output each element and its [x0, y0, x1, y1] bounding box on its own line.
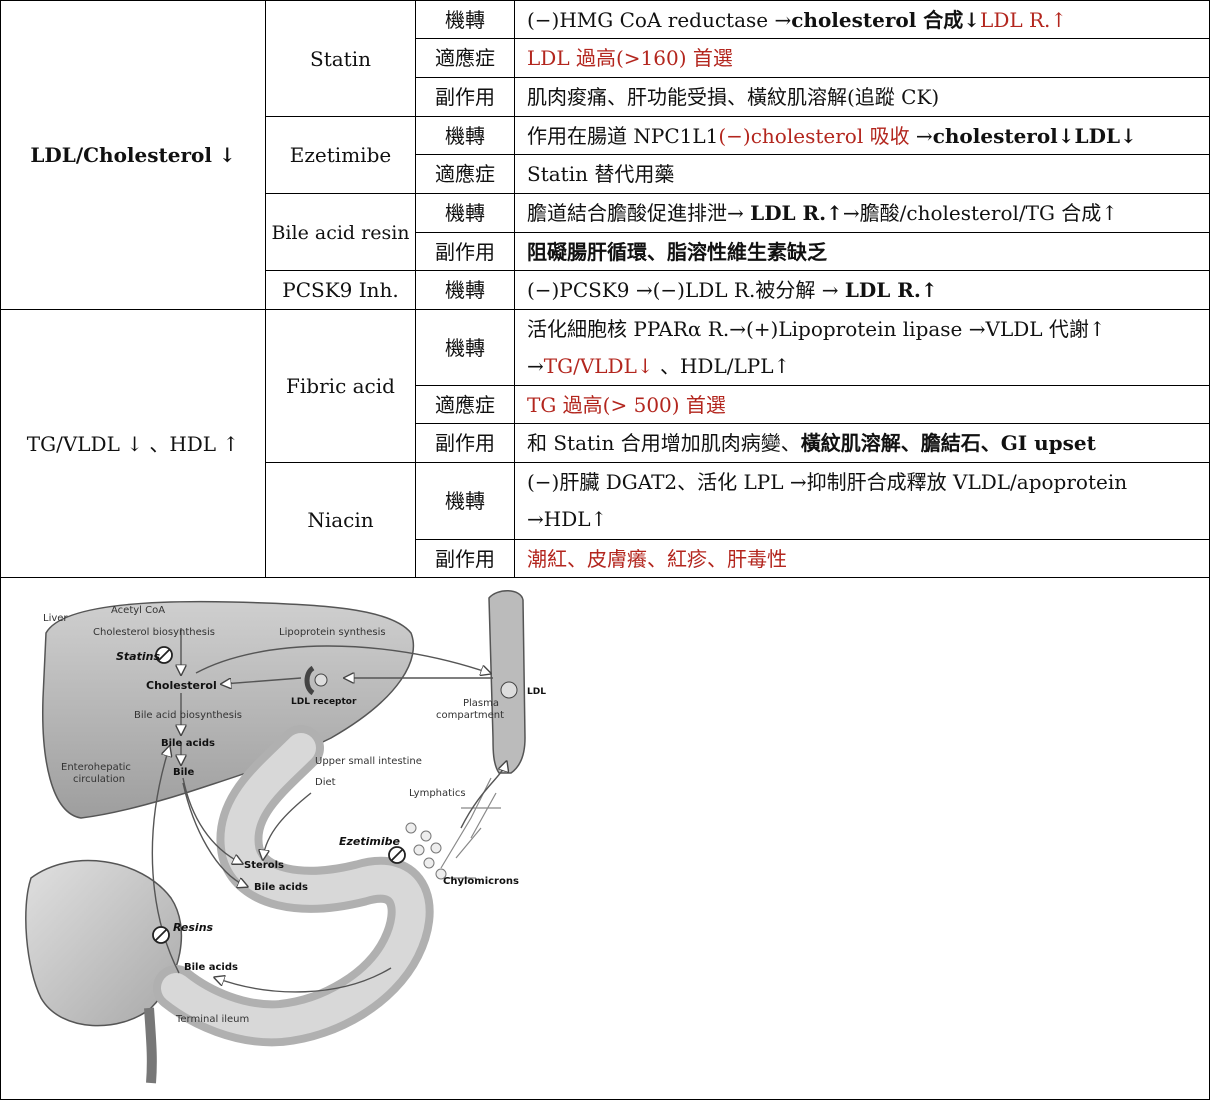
statin-indication: LDL 過高(>160) 首選: [515, 39, 1210, 78]
label-bile: Bile: [173, 767, 194, 778]
bile-acid-resin-side-effect: 阻礙腸肝循環、脂溶性維生素缺乏: [515, 233, 1210, 271]
label-enterohepatic: Enterohepatic: [61, 762, 131, 773]
group-ldl-cholesterol: LDL/Cholesterol ↓: [1, 1, 266, 310]
label-diet: Diet: [315, 777, 336, 788]
drug-ezetimibe: Ezetimibe: [266, 117, 416, 194]
label-side-effect: 副作用: [416, 424, 515, 463]
label-ldl-receptor: LDL receptor: [291, 697, 357, 707]
lipid-pathway-illustration: Liver Acetyl CoA Cholesterol biosynthesi…: [1, 578, 1209, 1099]
label-chylomicrons: Chylomicrons: [443, 876, 519, 887]
label-chol-biosynthesis: Cholesterol biosynthesis: [93, 627, 215, 638]
label-side-effect: 副作用: [416, 233, 515, 271]
label-terminal-ileum: Terminal ileum: [175, 1014, 249, 1025]
label-side-effect: 副作用: [416, 540, 515, 578]
group-tg-vldl-hdl: TG/VLDL ↓ 、HDL ↑: [1, 310, 266, 578]
label-lipoprotein-synthesis: Lipoprotein synthesis: [279, 627, 386, 638]
drug-statin: Statin: [266, 1, 416, 117]
niacin-side-effect: 潮紅、皮膚癢、紅疹、肝毒性: [515, 540, 1210, 578]
statin-mechanism: (−)HMG CoA reductase →cholesterol 合成↓LDL…: [515, 1, 1210, 39]
esophagus: [149, 1008, 152, 1083]
bile-acid-resin-mechanism: 膽道結合膽酸促進排泄→ LDL R.↑→膽酸/cholesterol/TG 合成…: [515, 194, 1210, 233]
label-bile-acids-liver: Bile acids: [161, 738, 215, 749]
label-statins: Statins: [116, 650, 160, 663]
label-indication: 適應症: [416, 39, 515, 78]
label-resins: Resins: [173, 921, 214, 934]
label-ezetimibe: Ezetimibe: [339, 835, 401, 848]
label-bile-acids-ileum: Bile acids: [184, 962, 238, 973]
label-upper-small-intestine: Upper small intestine: [315, 756, 422, 767]
ezetimibe-inhibitor-icon: [389, 847, 405, 863]
label-mechanism: 機轉: [416, 310, 515, 386]
label-side-effect: 副作用: [416, 78, 515, 117]
label-mechanism: 機轉: [416, 1, 515, 39]
label-mechanism: 機轉: [416, 271, 515, 310]
drug-pcsk9: PCSK9 Inh.: [266, 271, 416, 310]
label-compartment: compartment: [436, 710, 504, 721]
label-mechanism: 機轉: [416, 463, 515, 540]
label-mechanism: 機轉: [416, 194, 515, 233]
label-indication: 適應症: [416, 386, 515, 424]
fibric-acid-side-effect: 和 Statin 合用增加肌肉病變、橫紋肌溶解、膽結石、GI upset: [515, 424, 1210, 463]
label-sterols: Sterols: [244, 860, 284, 871]
label-circulation: circulation: [73, 774, 125, 785]
label-bile-acid-biosynthesis: Bile acid biosynthesis: [134, 710, 242, 721]
label-liver: Liver: [43, 613, 68, 624]
drug-table: LDL/Cholesterol ↓ Statin 機轉 (−)HMG CoA r…: [0, 0, 1210, 578]
lipid-pathway-figure: Liver Acetyl CoA Cholesterol biosynthesi…: [1, 578, 1209, 1099]
fibric-acid-indication: TG 過高(> 500) 首選: [515, 386, 1210, 424]
drug-niacin: Niacin: [266, 463, 416, 578]
statin-side-effect: 肌肉痠痛、肝功能受損、橫紋肌溶解(追蹤 CK): [515, 78, 1210, 117]
label-acetyl-coa: Acetyl CoA: [111, 605, 165, 616]
pcsk9-mechanism: (−)PCSK9 →(−)LDL R.被分解 → LDL R.↑: [515, 271, 1210, 310]
drug-bile-acid-resin: Bile acid resin: [266, 194, 416, 271]
label-mechanism: 機轉: [416, 117, 515, 155]
label-indication: 適應症: [416, 155, 515, 194]
ldl-particle-icon: [501, 682, 517, 698]
label-cholesterol: Cholesterol: [146, 679, 217, 692]
label-lymphatics: Lymphatics: [409, 788, 466, 799]
label-plasma: Plasma: [463, 698, 499, 709]
label-bile-acids-gut: Bile acids: [254, 882, 308, 893]
ezetimibe-mechanism: 作用在腸道 NPC1L1(−)cholesterol 吸收 →cholester…: [515, 117, 1210, 155]
ezetimibe-indication: Statin 替代用藥: [515, 155, 1210, 194]
resins-inhibitor-icon: [153, 927, 169, 943]
fibric-acid-mechanism: 活化細胞核 PPARα R.→(+)Lipoprotein lipase →VL…: [515, 310, 1210, 386]
niacin-mechanism: (−)肝臟 DGAT2、活化 LPL →抑制肝合成釋放 VLDL/apoprot…: [515, 463, 1210, 540]
drug-fibric-acid: Fibric acid: [266, 310, 416, 463]
label-ldl: LDL: [527, 687, 546, 697]
